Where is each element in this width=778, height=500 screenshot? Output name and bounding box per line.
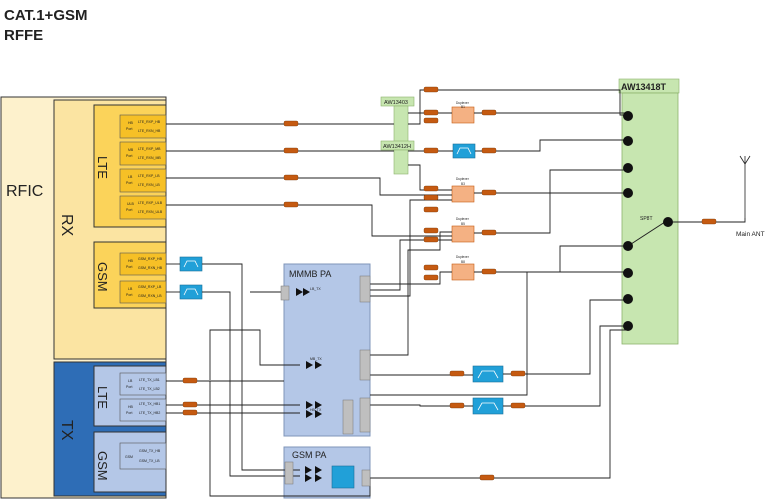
svg-text:Port: Port [126,411,132,415]
mmmb-lb-tx-label: LB_TX [310,287,321,291]
switch-aw13412h-body [393,149,409,175]
svg-text:GSM_TX_LB: GSM_TX_LB [139,459,160,463]
svg-text:LTE_RXP_HB: LTE_RXP_HB [138,120,161,124]
antenna-icon [739,155,751,218]
gsm-pa-controller [331,465,355,489]
filter-gsm-lb [179,284,203,300]
rx-gsm-port-hb: HB Port GSM_RXP_HB GSM_RXN_HB [119,252,167,276]
svg-text:Port: Port [126,385,132,389]
duplexer-b5: Duplexer B5 [451,217,475,243]
svg-text:GSM_RXP_LB: GSM_RXP_LB [138,285,162,289]
svg-text:LTE_TX_LB1: LTE_TX_LB1 [139,378,160,382]
sp8t-label: AW13418T [621,82,667,92]
svg-text:Port: Port [126,208,132,212]
tx-lte-port-lb: LB Port LTE_TX_LB1 LTE_TX_LB2 [119,372,167,396]
rx-lte-port-mb: MB Port LTE_RXP_MB LTE_RXN_MB [119,141,167,166]
svg-text:Duplexer: Duplexer [456,255,470,259]
svg-text:HB: HB [128,121,134,125]
svg-text:Port: Port [126,265,132,269]
title-line-2: RFFE [4,27,43,44]
svg-text:Port: Port [126,181,132,185]
switch-aw13403-body [393,105,409,143]
rx-label: RX [58,214,75,237]
svg-text:Port: Port [126,127,132,131]
svg-text:GSM_RXP_HB: GSM_RXP_HB [138,257,163,261]
filter-tx-hb [472,397,504,415]
duplexer-b1: Duplexer B1 [451,101,475,124]
svg-text:GSM_RXN_LB: GSM_RXN_LB [138,294,162,298]
svg-text:B8: B8 [461,260,465,264]
filter-gsm-hb [179,256,203,272]
svg-text:LTE_RXP_ULB: LTE_RXP_ULB [138,201,163,205]
svg-text:GSM_RXN_HB: GSM_RXN_HB [138,266,163,270]
svg-text:LB: LB [128,287,133,291]
gsm-pa-label: GSM PA [292,450,326,460]
tx-gsm-port: GSM GSM_TX_HB GSM_TX_LB [119,442,167,470]
antenna-label: Main ANT [736,231,765,238]
svg-text:B1: B1 [461,105,465,109]
rx-lte-label: LTE [95,156,110,179]
switch-aw13412h-label: AW13412H [383,144,411,150]
svg-text:LB: LB [128,175,133,179]
svg-text:ULB: ULB [127,202,134,206]
svg-text:LTE_RXN_HB: LTE_RXN_HB [138,129,161,133]
svg-text:LTE_RXN_LB: LTE_RXN_LB [138,183,160,187]
svg-text:Duplexer: Duplexer [456,101,470,105]
svg-text:Port: Port [126,293,132,297]
svg-text:LTE_RXP_MB: LTE_RXP_MB [138,147,161,151]
rx-lte-port-lb: LB Port LTE_RXP_LB LTE_RXN_LB [119,168,167,193]
filter-rx-mb [452,143,476,159]
rx-gsm-label: GSM [95,262,110,292]
svg-text:HB: HB [128,405,134,409]
pa-switches [280,275,371,487]
svg-text:B3: B3 [461,182,465,186]
sp8t-inner-label: SP8T [640,216,653,222]
svg-text:HB: HB [128,259,134,263]
svg-text:LTE_RXP_LB: LTE_RXP_LB [138,174,160,178]
svg-text:Port: Port [126,154,132,158]
mmmb-pa-label: MMMB PA [289,269,331,279]
tx-label: TX [58,420,75,441]
svg-text:Duplexer: Duplexer [456,177,470,181]
rx-lte-port-ulb: ULB Port LTE_RXP_ULB LTE_RXN_ULB [119,195,167,220]
svg-text:GSM: GSM [125,455,133,459]
svg-text:LTE_RXN_MB: LTE_RXN_MB [138,156,161,160]
gsm-pa-block [283,446,371,499]
svg-text:B5: B5 [461,222,465,226]
pa-amplifiers [296,288,322,482]
svg-text:GSM_TX_HB: GSM_TX_HB [139,449,161,453]
mmmb-hb-tx-label: HB_TX [310,408,322,412]
filter-tx-lb [472,365,504,383]
resistors [182,86,717,481]
svg-text:LTE_TX_HB2: LTE_TX_HB2 [139,411,160,415]
duplexer-b8: Duplexer B8 [451,255,475,281]
title-line-1: CAT.1+GSM [4,7,88,24]
rfic-label: RFIC [6,183,43,200]
rx-gsm-port-lb: LB Port GSM_RXP_LB GSM_RXN_LB [119,280,167,304]
sp8t-ports [623,111,673,331]
tx-lte-label: LTE [95,386,110,409]
svg-text:LTE_RXN_ULB: LTE_RXN_ULB [138,210,163,214]
svg-text:LTE_TX_HB1: LTE_TX_HB1 [139,402,160,406]
svg-text:LTE_TX_LB2: LTE_TX_LB2 [139,387,160,391]
mmmb-mb-tx-label: MB_TX [310,357,322,361]
rx-lte-port-hb: HB Port LTE_RXP_HB LTE_RXN_HB [119,114,167,139]
svg-text:LB: LB [128,379,133,383]
tx-gsm-label: GSM [95,451,110,481]
duplexer-b3: Duplexer B3 [451,177,475,203]
switch-aw13403-label: AW13403 [384,100,408,106]
tx-lte-port-hb: HB Port LTE_TX_HB1 LTE_TX_HB2 [119,398,167,422]
svg-text:Duplexer: Duplexer [456,217,470,221]
svg-text:MB: MB [128,148,134,152]
